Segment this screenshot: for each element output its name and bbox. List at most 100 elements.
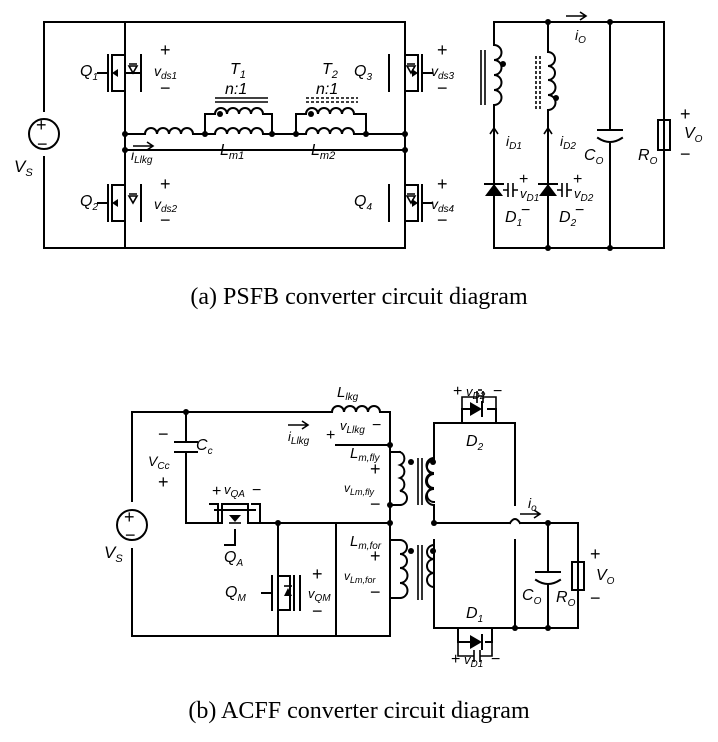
svg-text:+: + (573, 171, 582, 188)
svg-text:+: + (453, 383, 462, 400)
svg-text:+: + (437, 174, 448, 194)
psfb-diagram: + − VS iLlkg T1 (14, 11, 703, 251)
psfb-voltage-source: + − VS (14, 112, 60, 179)
psfb-ilkg-arrow (133, 141, 155, 151)
svg-text:QA: QA (224, 549, 243, 569)
psfb-t2-secondary (546, 50, 557, 112)
svg-text:Q3: Q3 (354, 63, 372, 83)
svg-text:−: − (680, 144, 691, 164)
svg-text:+: + (158, 472, 169, 492)
svg-text:+: + (590, 544, 601, 564)
psfb-lm2-inductor (304, 127, 356, 136)
svg-text:+: + (124, 507, 135, 527)
svg-text:−: − (370, 494, 381, 514)
svg-text:−: − (575, 202, 584, 219)
psfb-secondary: iD1 iD2 iO + vD1 − D1 + vD2 − D2 CO (480, 11, 703, 251)
caption-b: (b) ACFF converter circuit diagram (188, 698, 530, 724)
svg-text:+: + (451, 651, 460, 668)
svg-text:−: − (37, 134, 48, 154)
svg-text:vQA: vQA (224, 482, 245, 500)
svg-text:RO: RO (556, 589, 576, 609)
svg-text:+: + (370, 546, 381, 566)
svg-text:−: − (160, 78, 171, 98)
psfb-t2-primary (304, 107, 356, 116)
psfb-q1-mosfet: Q1 + vds1 − (80, 40, 177, 102)
svg-text:VO: VO (596, 567, 615, 587)
svg-text:n:1: n:1 (316, 81, 338, 98)
svg-text:Lm,fly: Lm,fly (350, 445, 380, 464)
svg-text:−: − (521, 202, 530, 219)
svg-text:+: + (160, 174, 171, 194)
svg-text:vds3: vds3 (431, 63, 455, 82)
svg-text:−: − (491, 651, 500, 668)
psfb-q3-mosfet: Q3 + vds3 − (354, 40, 455, 102)
svg-text:+: + (36, 115, 47, 135)
acff-llkg-inductor (330, 405, 391, 446)
svg-text:D1: D1 (505, 209, 522, 229)
acff-lmfly-inductor (397, 450, 408, 507)
svg-text:iLlkg: iLlkg (288, 429, 310, 447)
svg-text:+: + (519, 171, 528, 188)
psfb-q2-mosfet: Q2 + vds2 − (80, 174, 178, 232)
svg-text:VO: VO (684, 125, 703, 145)
svg-text:+: + (160, 40, 171, 60)
psfb-lm1-inductor (213, 127, 265, 136)
psfb-q4-mosfet: Q4 + vds4 − (354, 174, 455, 232)
svg-text:vD1: vD1 (520, 186, 539, 204)
svg-text:D1: D1 (466, 605, 483, 625)
svg-text:−: − (370, 582, 381, 602)
svg-text:Llkg: Llkg (337, 384, 359, 403)
psfb-secondary-frame (493, 21, 665, 249)
svg-text:vLm,for: vLm,for (344, 569, 377, 585)
svg-text:T2: T2 (322, 61, 338, 81)
svg-text:vD2: vD2 (574, 186, 594, 204)
acff-co-capacitor (534, 571, 562, 585)
svg-text:−: − (437, 78, 448, 98)
acff-input-loop (131, 411, 337, 637)
svg-text:CO: CO (584, 147, 604, 167)
svg-text:+: + (370, 459, 381, 479)
svg-text:VS: VS (104, 543, 123, 565)
svg-text:vds1: vds1 (154, 63, 177, 82)
svg-text:−: − (437, 210, 448, 230)
svg-text:Lm1: Lm1 (220, 142, 244, 162)
svg-text:CO: CO (522, 587, 542, 607)
psfb-ro-resistor (657, 119, 671, 151)
svg-text:vQM: vQM (308, 586, 331, 604)
svg-text:vds2: vds2 (154, 196, 178, 215)
svg-text:iD2: iD2 (560, 133, 576, 152)
svg-text:−: − (590, 588, 601, 608)
psfb-vs-label: V (14, 157, 27, 176)
svg-text:iD1: iD1 (506, 133, 522, 152)
svg-text:−: − (493, 383, 502, 400)
psfb-t1-core (215, 97, 268, 103)
svg-text:iO: iO (575, 27, 586, 46)
acff-ro-resistor (571, 561, 585, 591)
svg-text:VS: VS (14, 157, 33, 179)
svg-text:vLm,fly: vLm,fly (344, 481, 375, 497)
svg-text:−: − (312, 601, 323, 621)
acff-qa-mosfet: + vQA − QA (209, 482, 261, 569)
svg-text:iLlkg: iLlkg (131, 147, 153, 166)
svg-text:vD1: vD1 (464, 652, 483, 670)
caption-a: (a) PSFB converter circuit diagram (190, 284, 528, 310)
svg-text:−: − (372, 417, 381, 434)
svg-text:Q1: Q1 (80, 63, 98, 83)
svg-text:−: − (252, 482, 261, 499)
acff-lmfor-inductor (398, 538, 409, 600)
svg-text:vLlkg: vLlkg (340, 418, 365, 436)
acff-cc-capacitor (174, 441, 198, 453)
svg-text:Lm2: Lm2 (311, 142, 335, 162)
svg-text:VCc: VCc (148, 453, 170, 472)
acff-voltage-source: + − VS (104, 502, 148, 565)
psfb-co-capacitor (596, 129, 624, 143)
psfb-t1-primary (213, 107, 265, 116)
svg-text:n:1: n:1 (225, 81, 247, 98)
svg-text:+: + (212, 483, 221, 500)
svg-text:+: + (680, 104, 691, 124)
svg-text:−: − (158, 424, 169, 444)
acff-diagram: + − VS Cc − VCc + + vQA − QA (104, 383, 615, 670)
svg-text:Q4: Q4 (354, 193, 372, 213)
psfb-t2-core (306, 97, 358, 103)
svg-text:D2: D2 (559, 209, 577, 229)
